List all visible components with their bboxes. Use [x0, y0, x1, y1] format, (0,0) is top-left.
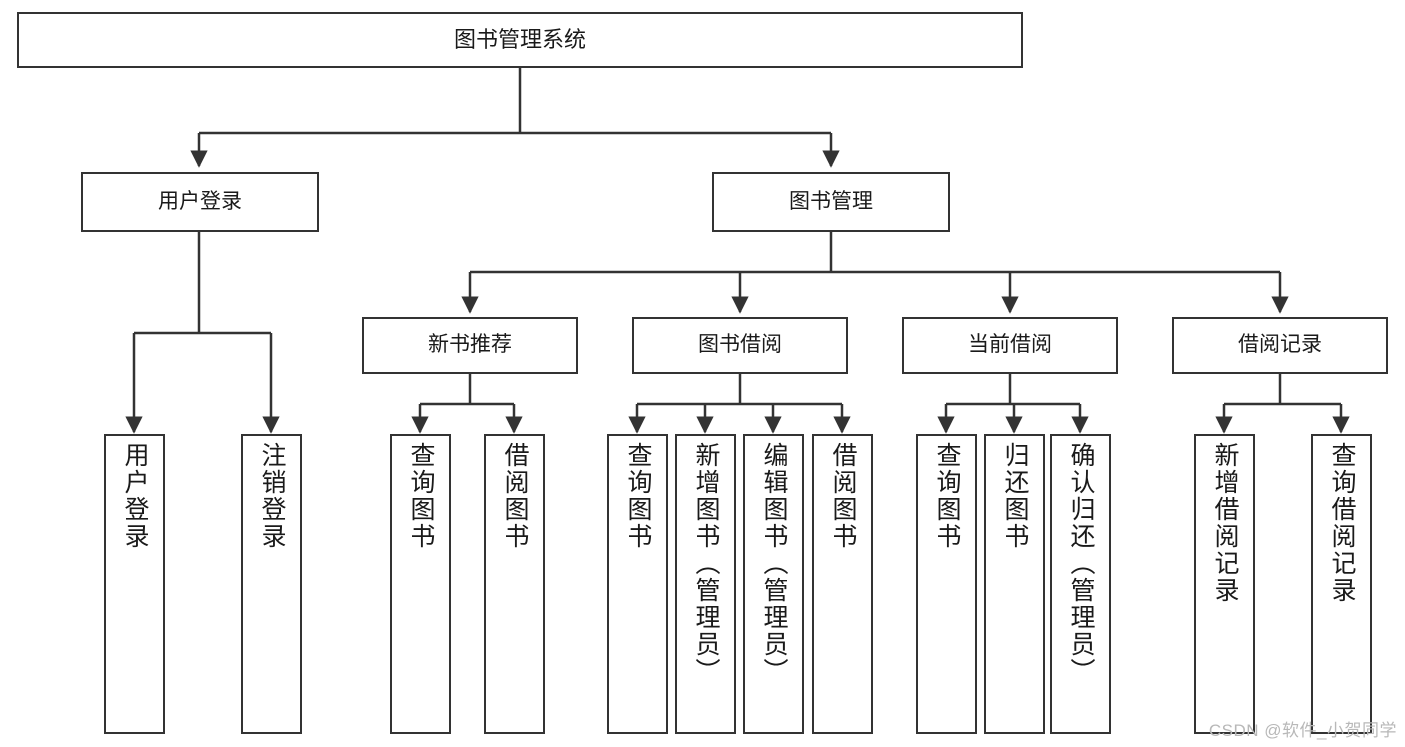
node-borrow-record[interactable]: 借阅记录 — [1172, 317, 1388, 374]
node-root-book-management-system[interactable]: 图书管理系统 — [17, 12, 1023, 68]
node-label: 归还图书 — [1001, 442, 1029, 550]
leaf-query-book-borrow[interactable]: 查询图书 — [607, 434, 668, 734]
node-label: 注销登录 — [258, 442, 286, 550]
node-label: 图书借阅 — [698, 333, 782, 357]
node-label: 查询图书 — [407, 442, 435, 550]
leaf-query-book-current[interactable]: 查询图书 — [916, 434, 977, 734]
leaf-add-book-admin[interactable]: 新增图书（管理员） — [675, 434, 736, 734]
leaf-return-book[interactable]: 归还图书 — [984, 434, 1045, 734]
leaf-borrow-book-borrow[interactable]: 借阅图书 — [812, 434, 873, 734]
node-book-borrow[interactable]: 图书借阅 — [632, 317, 848, 374]
leaf-user-login[interactable]: 用户登录 — [104, 434, 165, 734]
node-label: 查询图书 — [933, 442, 961, 550]
leaf-add-borrow-record[interactable]: 新增借阅记录 — [1194, 434, 1255, 734]
node-label: 借阅图书 — [829, 442, 857, 550]
csdn-watermark: CSDN @软件_小贺同学 — [1208, 721, 1397, 740]
leaf-edit-book-admin[interactable]: 编辑图书（管理员） — [743, 434, 804, 734]
node-book-management[interactable]: 图书管理 — [712, 172, 950, 232]
node-label: 用户登录 — [158, 189, 242, 213]
node-label: 用户登录 — [121, 442, 149, 550]
node-label: 图书管理 — [789, 189, 873, 213]
leaf-logout-login[interactable]: 注销登录 — [241, 434, 302, 734]
leaf-borrow-book-recommend[interactable]: 借阅图书 — [484, 434, 545, 734]
node-user-login[interactable]: 用户登录 — [81, 172, 319, 232]
node-label: 查询图书 — [624, 442, 652, 550]
node-label: 借阅图书 — [501, 442, 529, 550]
node-label: 确认归还（管理员） — [1067, 442, 1095, 685]
node-label: 编辑图书（管理员） — [760, 442, 788, 685]
leaf-query-book-recommend[interactable]: 查询图书 — [390, 434, 451, 734]
node-label: 借阅记录 — [1238, 333, 1322, 357]
leaf-confirm-return-admin[interactable]: 确认归还（管理员） — [1050, 434, 1111, 734]
node-label: 查询借阅记录 — [1328, 442, 1356, 604]
node-label: 图书管理系统 — [453, 27, 586, 53]
leaf-query-borrow-record[interactable]: 查询借阅记录 — [1311, 434, 1372, 734]
node-label: 新书推荐 — [428, 333, 512, 357]
node-label: 新增图书（管理员） — [692, 442, 720, 685]
node-label: 当前借阅 — [968, 333, 1052, 357]
node-label: 新增借阅记录 — [1211, 442, 1239, 604]
node-current-borrow[interactable]: 当前借阅 — [902, 317, 1118, 374]
node-new-book-recommend[interactable]: 新书推荐 — [362, 317, 578, 374]
